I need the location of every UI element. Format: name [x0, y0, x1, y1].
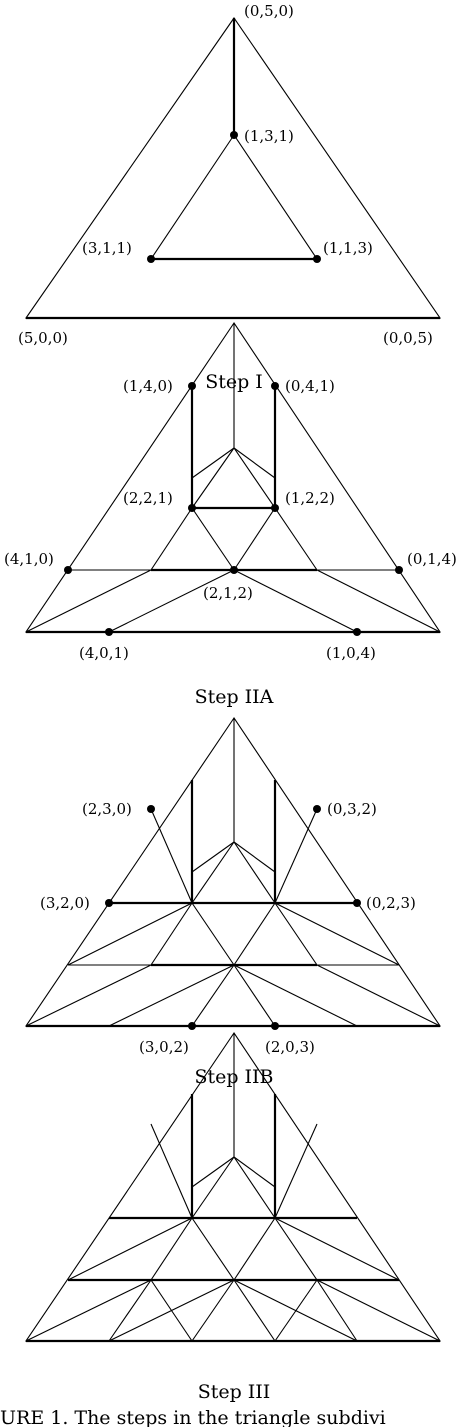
- vertex-label: (0,2,3): [366, 894, 416, 912]
- panel-caption: Step III: [198, 1381, 271, 1403]
- edge: [150, 808, 193, 904]
- edge: [316, 569, 441, 633]
- edge: [274, 902, 400, 966]
- edge: [191, 964, 235, 1027]
- edge: [191, 1156, 235, 1219]
- vertex-label: (5,0,0): [18, 329, 68, 347]
- vertex-label: (1,0,4): [326, 644, 376, 662]
- inner-triangle: [190, 447, 277, 509]
- vertex-label: (3,1,1): [82, 239, 132, 257]
- edge: [233, 569, 358, 633]
- edge: [233, 902, 276, 966]
- edge: [316, 1279, 441, 1342]
- figure-caption: URE 1. The steps in the triangle subdivi: [0, 1407, 386, 1427]
- edge: [274, 1279, 318, 1342]
- vertex-label: (0,3,2): [327, 800, 377, 818]
- edge: [274, 1217, 400, 1281]
- edge: [191, 1279, 235, 1342]
- edge: [108, 1279, 152, 1342]
- vertex-label: (0,5,0): [244, 2, 294, 20]
- edge: [150, 1279, 193, 1342]
- edge: [150, 1217, 193, 1281]
- vertex-label: (2,0,3): [265, 1038, 315, 1056]
- inner-triangle: [149, 134, 319, 260]
- panel-step-1: (0,5,0) (1,3,1) (3,1,1) (1,1,3) (5,0,0) …: [18, 2, 442, 393]
- vertex-dot: [105, 899, 113, 907]
- edge: [233, 841, 276, 873]
- edge: [233, 507, 276, 571]
- edge: [233, 1279, 276, 1342]
- vertex-dot: [188, 1022, 196, 1030]
- edge: [274, 1217, 318, 1281]
- edge: [191, 902, 235, 966]
- vertex-label: (1,1,3): [323, 239, 373, 257]
- vertex-label: (4,1,0): [4, 550, 54, 568]
- panel-caption: Step IIA: [195, 686, 274, 708]
- edge: [233, 1156, 276, 1188]
- vertex-dot: [64, 566, 72, 574]
- vertex-label: (0,0,5): [383, 329, 433, 347]
- edge: [67, 902, 193, 966]
- edge: [191, 841, 235, 904]
- edge: [233, 841, 276, 904]
- edge: [150, 902, 193, 966]
- vertex-label: (2,2,1): [123, 489, 173, 507]
- edge: [150, 1123, 193, 1219]
- vertex-label: (2,3,0): [82, 800, 132, 818]
- vertex-dot: [230, 566, 238, 574]
- edge: [233, 964, 276, 1027]
- edge: [274, 808, 318, 904]
- outer-triangle: [24, 717, 442, 1027]
- vertex-label: (2,1,2): [203, 584, 253, 602]
- vertex-dot: [395, 566, 403, 574]
- edge: [233, 1156, 276, 1219]
- vertex-dot: [313, 805, 321, 813]
- vertex-dot: [271, 1022, 279, 1030]
- panel-step-3: Step III: [24, 1032, 442, 1403]
- edge: [25, 569, 152, 633]
- vertex-label: (3,0,2): [139, 1038, 189, 1056]
- vertex-label: (0,1,4): [407, 550, 457, 568]
- vertex-label: (4,0,1): [79, 644, 129, 662]
- vertex-dot: [105, 628, 113, 636]
- edge: [274, 1123, 318, 1219]
- vertex-label: (1,2,2): [285, 489, 335, 507]
- vertex-label: (1,4,0): [123, 377, 173, 395]
- vertex-dot: [230, 131, 238, 139]
- edge: [191, 841, 235, 873]
- edge: [191, 447, 235, 479]
- edge: [25, 1279, 152, 1342]
- edge: [150, 507, 193, 571]
- vertex-dot: [271, 382, 279, 390]
- edge: [25, 964, 152, 1027]
- vertex-label: (0,4,1): [285, 377, 335, 395]
- edge: [233, 1217, 276, 1281]
- panel-step-2b: (2,3,0) (0,3,2) (3,2,0) (0,2,3) (3,0,2) …: [24, 717, 442, 1088]
- vertex-dot: [353, 628, 361, 636]
- vertex-label: (1,3,1): [244, 127, 294, 145]
- vertex-dot: [271, 504, 279, 512]
- edge: [316, 1279, 358, 1342]
- vertex-dot: [147, 255, 155, 263]
- edge: [191, 1217, 235, 1281]
- panel-step-2a: (1,4,0) (0,4,1) (2,2,1) (1,2,2) (4,1,0) …: [4, 322, 457, 708]
- edge: [108, 569, 235, 633]
- vertex-dot: [353, 899, 361, 907]
- edge: [274, 507, 318, 571]
- edge: [233, 964, 358, 1027]
- edge: [233, 447, 276, 479]
- edge: [274, 902, 318, 966]
- edge: [191, 1156, 235, 1188]
- edge: [108, 964, 235, 1027]
- vertex-dot: [188, 382, 196, 390]
- edge: [191, 507, 235, 571]
- edge: [67, 1217, 193, 1281]
- edge: [316, 964, 441, 1027]
- vertex-dot: [147, 805, 155, 813]
- vertex-dot: [313, 255, 321, 263]
- vertex-dot: [188, 504, 196, 512]
- vertex-label: (3,2,0): [40, 894, 90, 912]
